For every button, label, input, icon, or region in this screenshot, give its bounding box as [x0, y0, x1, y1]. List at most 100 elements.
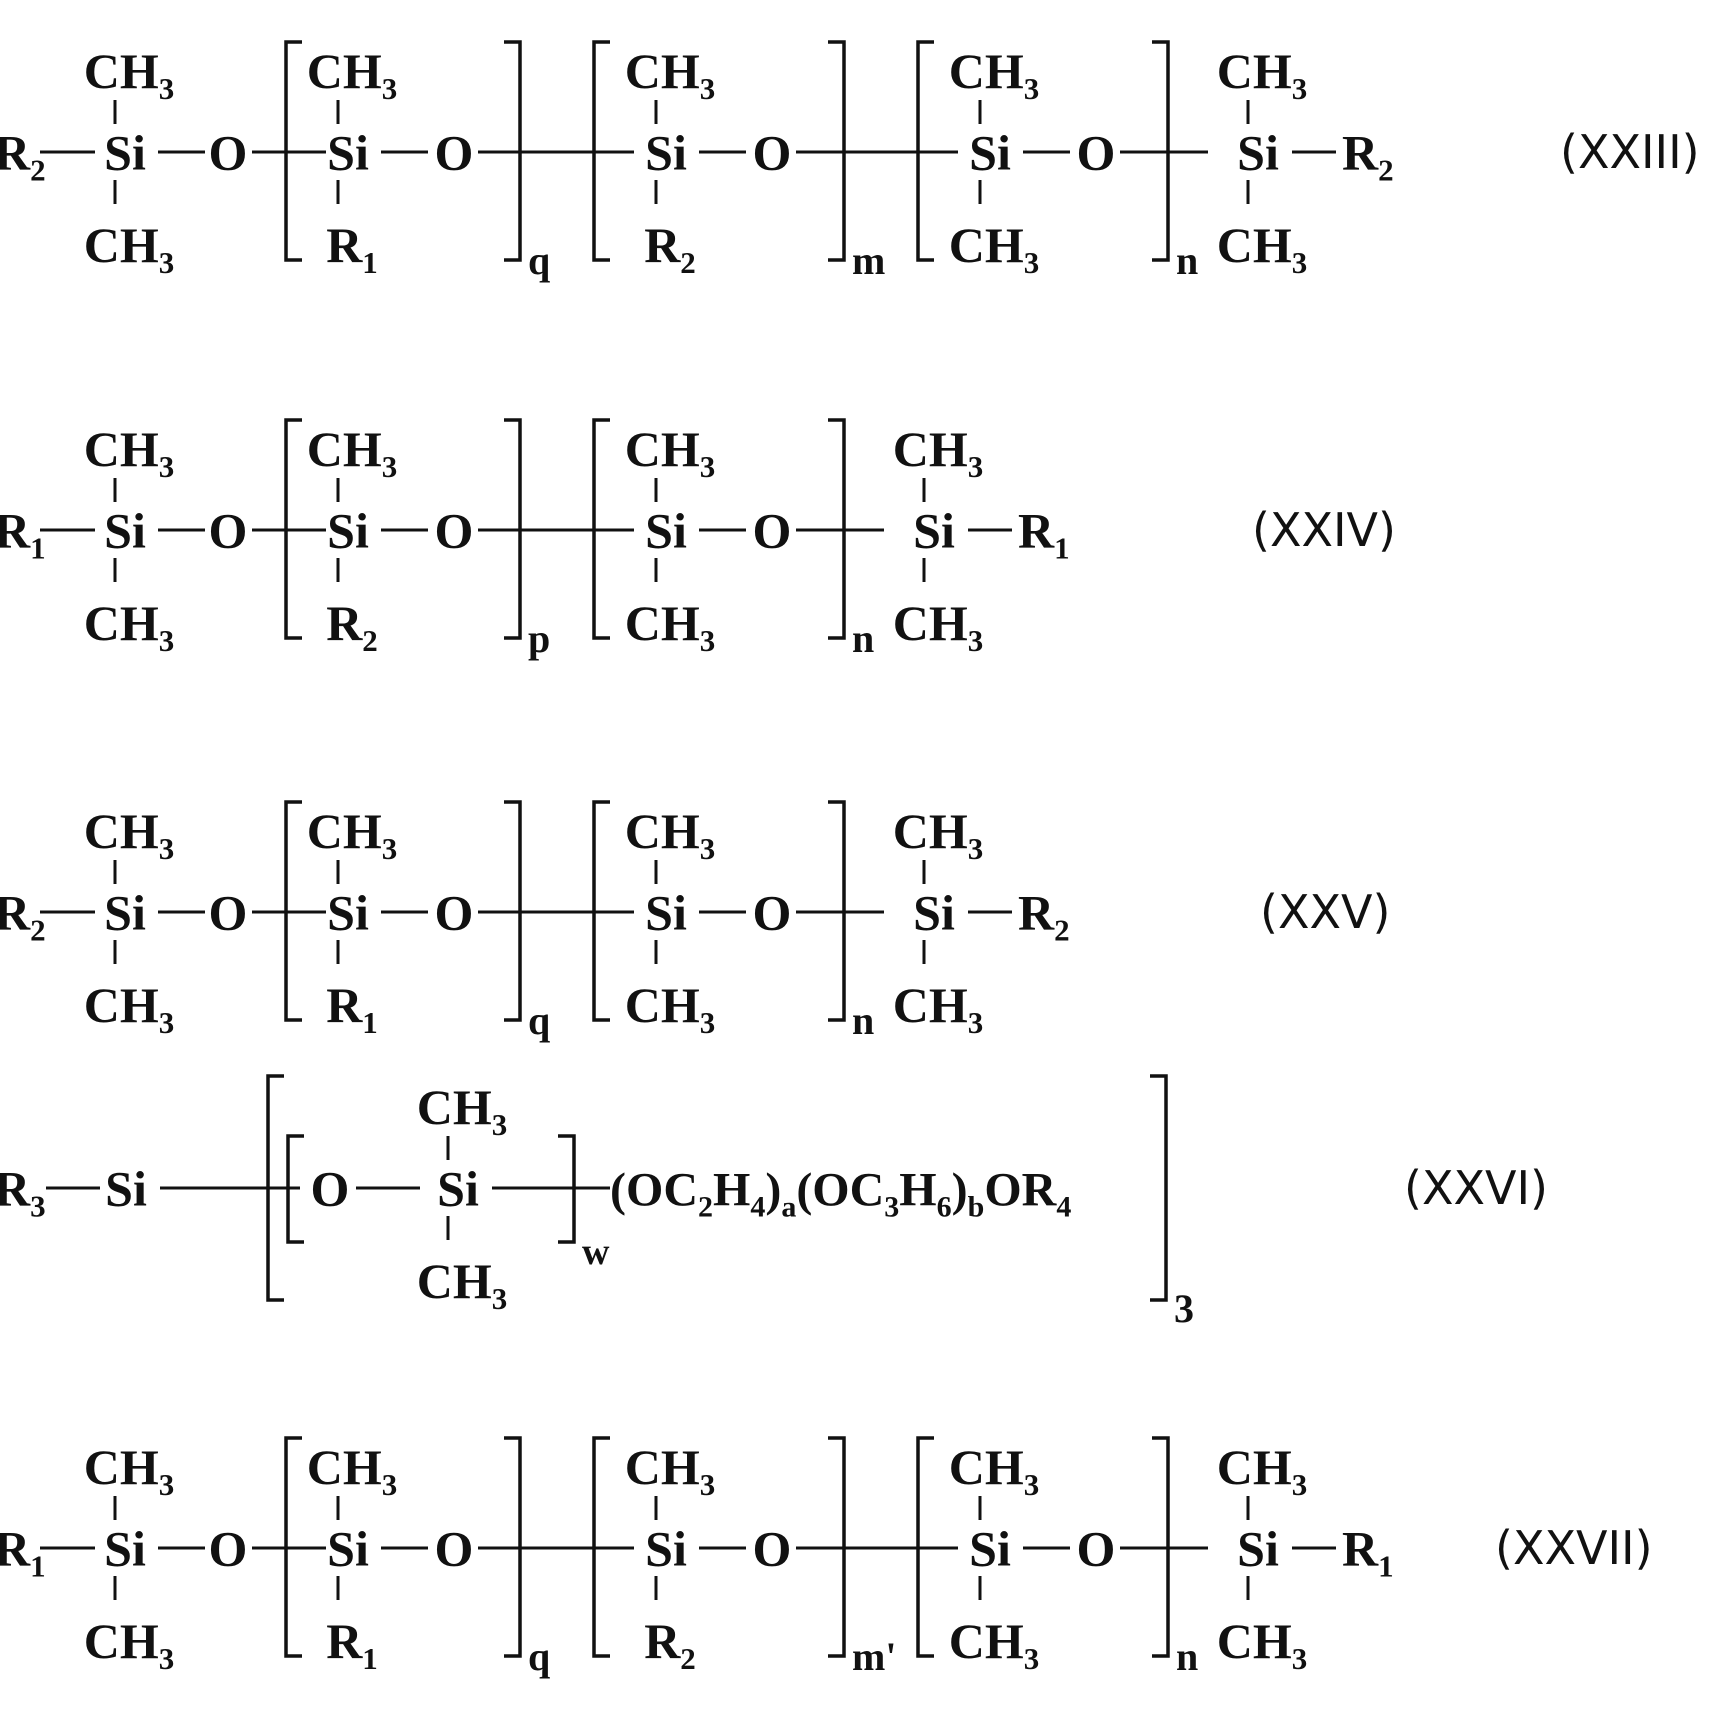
- substituent-bottom: CH3: [84, 595, 175, 658]
- formula-label: (XXIII): [1560, 125, 1700, 179]
- substituent-top: CH3: [417, 1079, 508, 1142]
- substituent-bottom: R2: [644, 217, 696, 280]
- oxygen-atom: O: [753, 125, 792, 181]
- oxygen-atom: O: [753, 1521, 792, 1577]
- oxygen-atom: O: [209, 125, 248, 181]
- substituent-top: CH3: [1217, 43, 1308, 106]
- substituent-bottom: CH3: [84, 217, 175, 280]
- substituent-bottom: R1: [326, 977, 378, 1040]
- substituent-top: CH3: [307, 421, 398, 484]
- substituent-top: CH3: [1217, 1439, 1308, 1502]
- oxygen-atom: O: [1077, 125, 1116, 181]
- oxygen-atom: O: [435, 503, 474, 559]
- substituent-top: CH3: [949, 43, 1040, 106]
- formula-label: (XXIV): [1252, 503, 1396, 557]
- end-group-right: R1: [1018, 503, 1070, 566]
- substituent-bottom: CH3: [1217, 1613, 1308, 1676]
- substituent-top: CH3: [307, 803, 398, 866]
- oxygen-atom: O: [435, 1521, 474, 1577]
- substituent-bottom: R2: [326, 595, 378, 658]
- formula-xxiv: R1SiCH3CH3OSiCH3R2OpSiCH3CH3OnSiCH3CH3R1…: [0, 420, 1396, 661]
- silicon-atom: Si: [913, 503, 955, 559]
- formula-xxv: R2SiCH3CH3OSiCH3R1OqSiCH3CH3OnSiCH3CH3R2…: [0, 802, 1390, 1043]
- substituent-top: CH3: [307, 43, 398, 106]
- substituent-top: CH3: [84, 803, 175, 866]
- substituent-top: CH3: [625, 803, 716, 866]
- oxygen-atom: O: [753, 503, 792, 559]
- silicon-atom: Si: [645, 125, 687, 181]
- oxygen-atom: O: [209, 503, 248, 559]
- substituent-top: CH3: [84, 1439, 175, 1502]
- substituent-top: CH3: [893, 421, 984, 484]
- oxygen-atom: O: [209, 1521, 248, 1577]
- silicon-atom: Si: [645, 503, 687, 559]
- substituent-bottom: CH3: [625, 977, 716, 1040]
- formula-label: (XXVII): [1495, 1521, 1653, 1575]
- silicon-atom: Si: [969, 125, 1011, 181]
- substituent-top: CH3: [625, 1439, 716, 1502]
- repeat-subscript: m': [852, 1634, 896, 1679]
- substituent-top: CH3: [84, 43, 175, 106]
- silicon-atom: Si: [104, 885, 146, 941]
- outer-subscript: 3: [1174, 1286, 1194, 1331]
- formula-label: (XXVI): [1404, 1161, 1548, 1215]
- end-group-left: R2: [0, 125, 46, 188]
- silicon-atom: Si: [104, 125, 146, 181]
- repeat-subscript: w: [582, 1231, 610, 1273]
- silicon-atom: Si: [645, 1521, 687, 1577]
- silicon-atom: Si: [913, 885, 955, 941]
- substituent-bottom: CH3: [949, 217, 1040, 280]
- bracket-right: [1150, 1076, 1166, 1300]
- silicon-atom: Si: [437, 1161, 479, 1217]
- formula-xxiii: R2SiCH3CH3OSiCH3R1OqSiCH3R2OmSiCH3CH3OnS…: [0, 42, 1700, 283]
- end-group-left: R3: [0, 1161, 46, 1224]
- end-group-right: R2: [1342, 125, 1394, 188]
- silicon-atom: Si: [327, 503, 369, 559]
- substituent-bottom: CH3: [84, 1613, 175, 1676]
- substituent-bottom: R2: [644, 1613, 696, 1676]
- oxygen-atom: O: [311, 1161, 350, 1217]
- silicon-atom: Si: [645, 885, 687, 941]
- end-group-right: R2: [1018, 885, 1070, 948]
- oxygen-atom: O: [435, 125, 474, 181]
- end-group-right: R1: [1342, 1521, 1394, 1584]
- oxygen-atom: O: [753, 885, 792, 941]
- substituent-top: CH3: [84, 421, 175, 484]
- substituent-top: CH3: [893, 803, 984, 866]
- silicon-atom: Si: [327, 1521, 369, 1577]
- repeat-subscript: n: [852, 998, 874, 1043]
- substituent-top: CH3: [625, 43, 716, 106]
- silicon-atom: Si: [1237, 1521, 1279, 1577]
- substituent-top: CH3: [949, 1439, 1040, 1502]
- repeat-subscript: n: [1176, 1634, 1198, 1679]
- oxygen-atom: O: [209, 885, 248, 941]
- polyether-chain: (OC2H4)a(OC3H6)bOR4: [610, 1164, 1071, 1224]
- formula-xxvi: R3SiOSiCH3CH3w(OC2H4)a(OC3H6)bOR43(XXVI): [0, 1076, 1548, 1331]
- substituent-top: CH3: [625, 421, 716, 484]
- repeat-subscript: n: [852, 616, 874, 661]
- substituent-top: CH3: [307, 1439, 398, 1502]
- silicon-atom: Si: [969, 1521, 1011, 1577]
- silicon-atom: Si: [105, 1161, 147, 1217]
- silicon-atom: Si: [104, 503, 146, 559]
- oxygen-atom: O: [435, 885, 474, 941]
- end-group-left: R1: [0, 503, 46, 566]
- silicon-atom: Si: [327, 885, 369, 941]
- substituent-bottom: CH3: [84, 977, 175, 1040]
- substituent-bottom: CH3: [417, 1253, 508, 1316]
- substituent-bottom: R1: [326, 217, 378, 280]
- repeat-subscript: m: [852, 238, 885, 283]
- repeat-subscript: q: [528, 238, 550, 283]
- repeat-subscript: q: [528, 998, 550, 1043]
- repeat-subscript: q: [528, 1634, 550, 1679]
- repeat-subscript: n: [1176, 238, 1198, 283]
- end-group-left: R1: [0, 1521, 46, 1584]
- formula-label: (XXV): [1260, 885, 1390, 939]
- substituent-bottom: CH3: [893, 977, 984, 1040]
- substituent-bottom: CH3: [625, 595, 716, 658]
- substituent-bottom: CH3: [949, 1613, 1040, 1676]
- oxygen-atom: O: [1077, 1521, 1116, 1577]
- silicon-atom: Si: [327, 125, 369, 181]
- repeat-subscript: p: [528, 616, 550, 661]
